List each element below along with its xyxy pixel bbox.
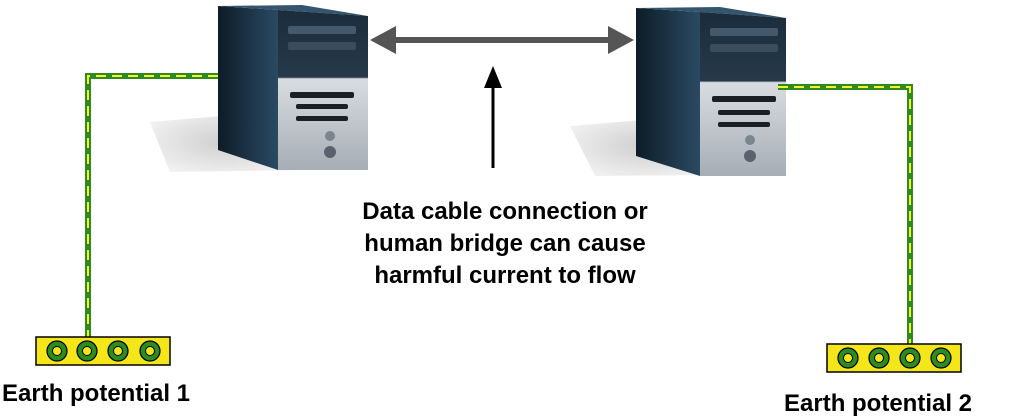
up-arrow-icon: [484, 66, 502, 168]
caption-text: Data cable connection or human bridge ca…: [300, 196, 710, 292]
server-right-icon: [570, 7, 786, 176]
earth-terminal-right-icon: [827, 344, 961, 372]
server-left-icon: [150, 5, 368, 172]
earth-potential-2-label: Earth potential 2: [784, 390, 972, 418]
earth-potential-1-label: Earth potential 1: [2, 380, 190, 408]
caption-line-2: human bridge can cause: [300, 228, 710, 260]
earth-terminal-left-icon: [36, 337, 170, 365]
double-arrow-icon: [370, 26, 634, 54]
ground-wire-left: [88, 76, 218, 344]
ground-wire-right: [778, 87, 910, 352]
caption-line-3: harmful current to flow: [300, 260, 710, 292]
caption-line-1: Data cable connection or: [300, 196, 710, 228]
